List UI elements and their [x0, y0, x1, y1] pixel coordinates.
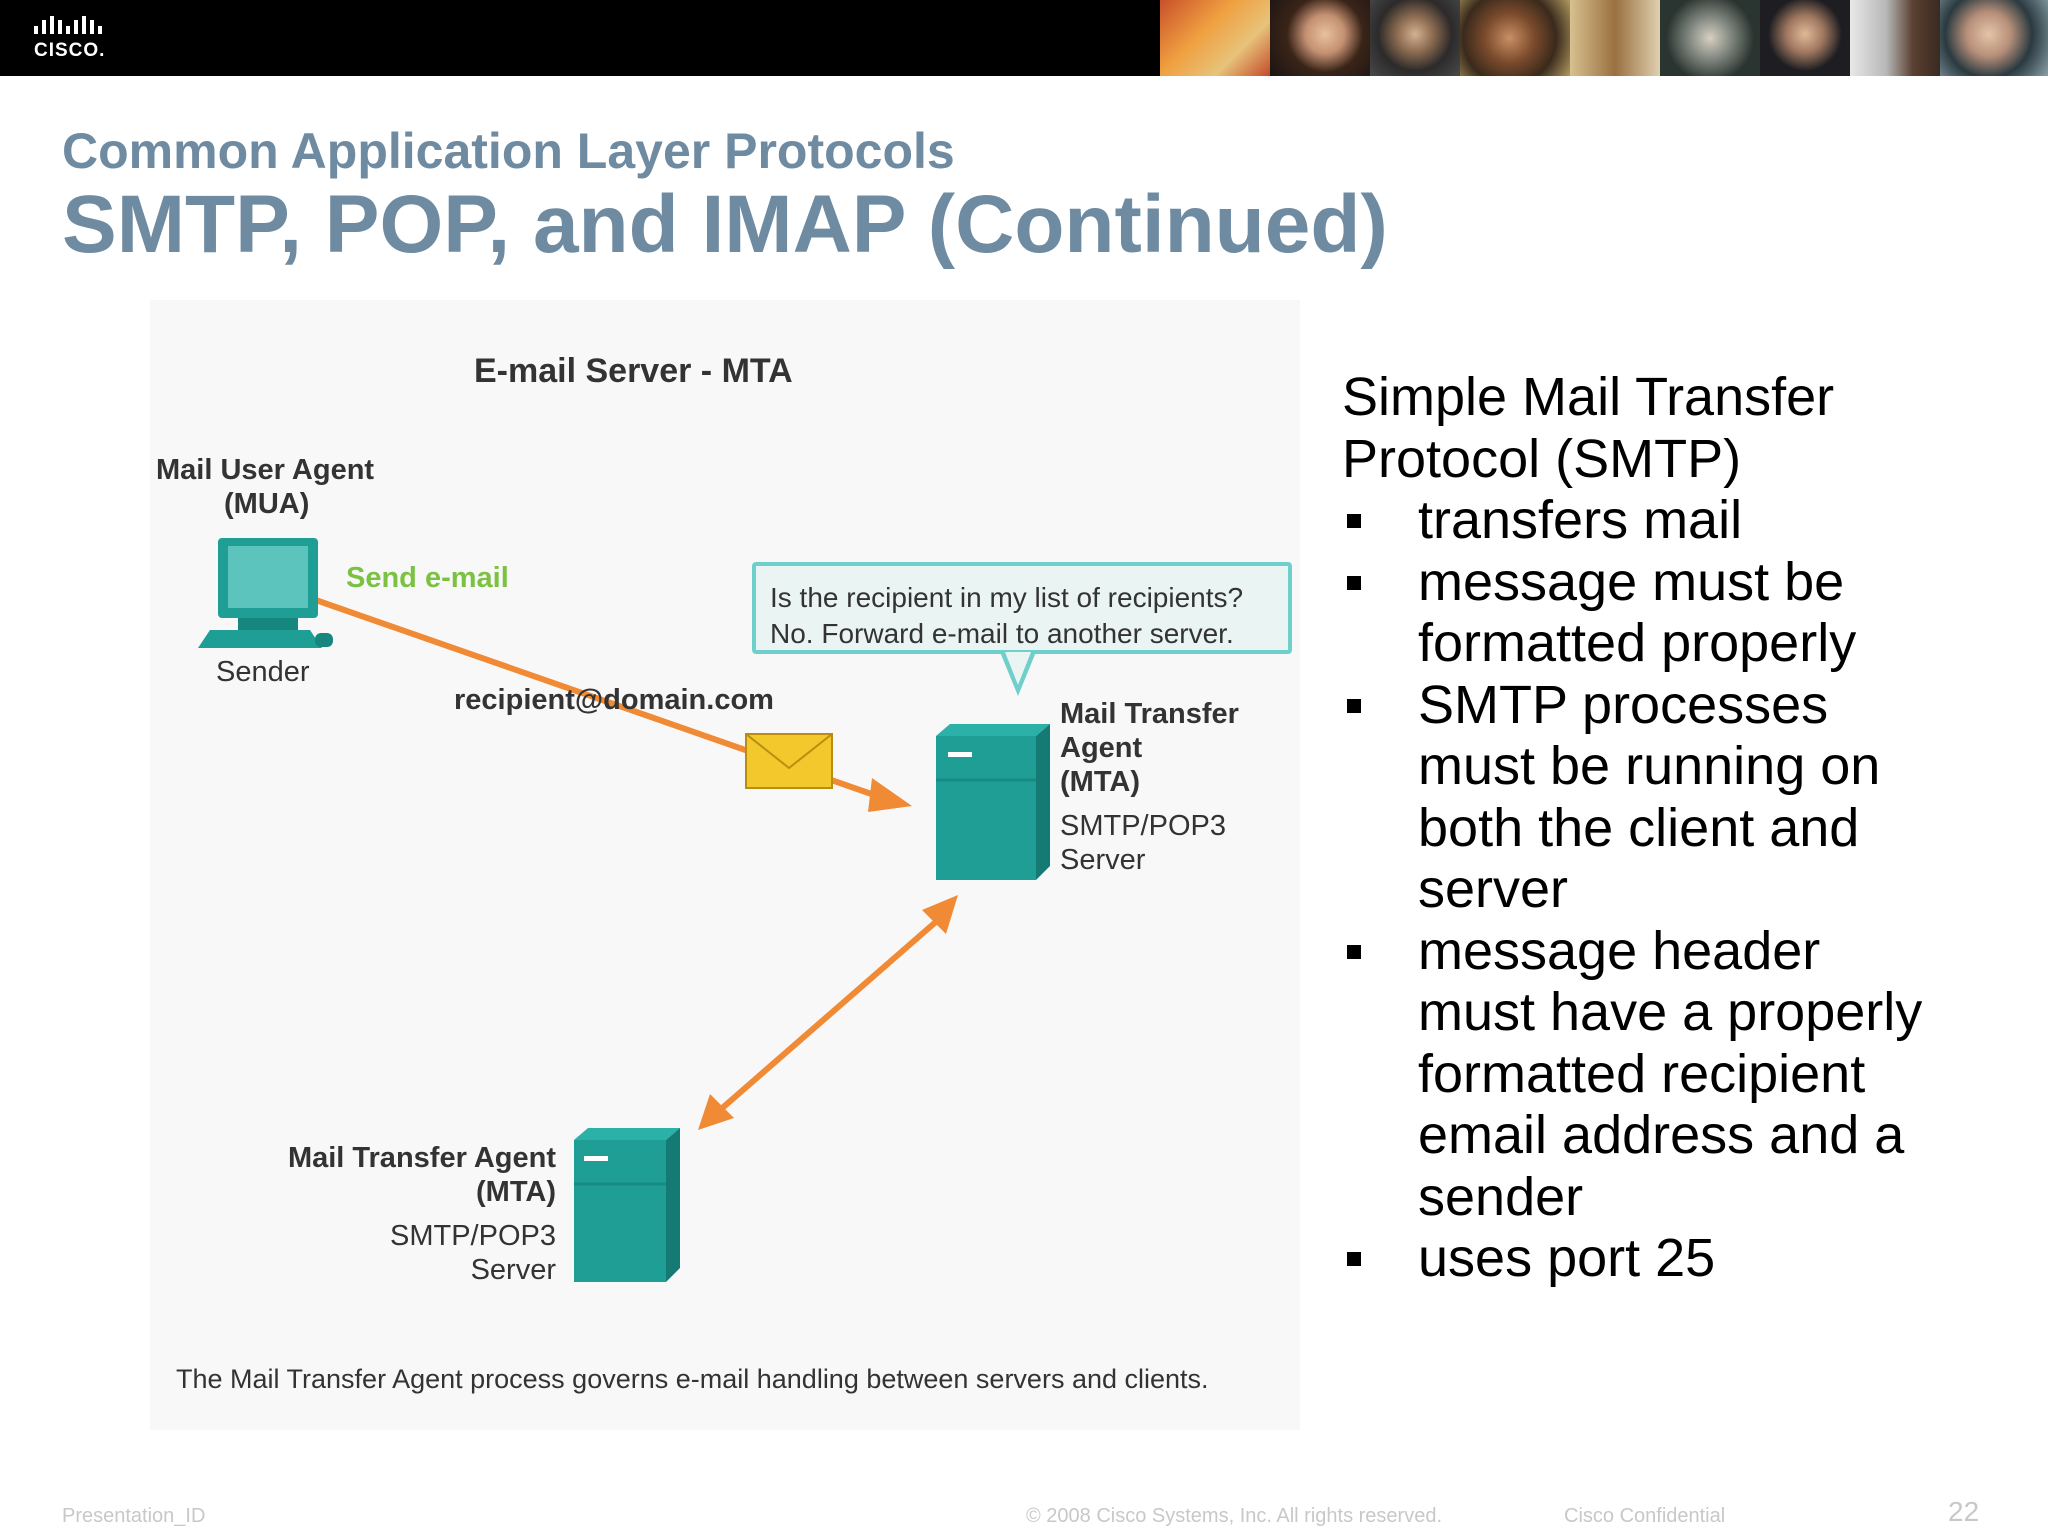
bullet-square-icon [1347, 575, 1361, 590]
bullet-line: sender [1418, 1166, 1584, 1227]
cisco-logo-text: CISCO. [34, 40, 106, 61]
mta-label: Mail Transfer Agent [287, 1142, 556, 1174]
mta-server-label: Server [470, 1254, 556, 1286]
footer-presentation-id: Presentation_ID [62, 1505, 206, 1527]
computer-icon [198, 538, 333, 648]
mta-link-arrow [698, 895, 958, 1130]
bullet-square-icon [1347, 1252, 1361, 1266]
header-photo [1160, 0, 1270, 76]
callout-tail [1005, 652, 1031, 685]
bullet-line: transfers mail [1418, 490, 1743, 550]
diagram-heading: E-mail Server - MTA [474, 352, 793, 390]
slide-title: SMTP, POP, and IMAP (Continued) [62, 179, 1388, 270]
diagram-caption: The Mail Transfer Agent process governs … [176, 1364, 1209, 1394]
header-photo-strip [1160, 0, 2048, 76]
envelope-icon [745, 733, 833, 789]
bullet-square-icon [1347, 514, 1361, 528]
diagram-figure [150, 300, 1300, 1430]
bullet-line: server [1418, 859, 1569, 919]
mta-label: Mail Transfer [1060, 698, 1239, 730]
bullet-line: must be running on [1418, 736, 1881, 796]
bullet-line: uses port 25 [1418, 1228, 1716, 1288]
server-icon [936, 724, 1050, 880]
callout-line: No. Forward e-mail to another server. [770, 618, 1234, 649]
mta-server-label: Server [1060, 844, 1146, 876]
mta-label: (MTA) [476, 1176, 556, 1208]
recipient-address: recipient@domain.com [454, 684, 774, 716]
smtp-heading: Simple Mail Transfer Protocol (SMTP) [1342, 366, 1834, 490]
callout-text: Is the recipient in my list of recipient… [770, 580, 1243, 652]
slide-subtitle: Common Application Layer Protocols [62, 123, 955, 179]
footer-copyright: © 2008 Cisco Systems, Inc. All rights re… [1026, 1505, 1443, 1527]
smtp-heading-line: Simple Mail Transfer [1342, 367, 1835, 427]
smtp-heading-line: Protocol (SMTP) [1342, 429, 1742, 489]
bullet-line: formatted properly [1418, 613, 1857, 673]
mta-protocol-label: SMTP/POP3 [390, 1220, 556, 1252]
header-bar: CISCO. [0, 0, 2048, 76]
mta-label: (MTA) [1060, 766, 1140, 798]
bullet-line: SMTP processes [1418, 674, 1829, 735]
bullet-line: message header [1418, 920, 1821, 981]
header-photo [1570, 0, 1660, 76]
send-email-label: Send e-mail [346, 562, 509, 594]
header-photo [1370, 0, 1460, 76]
mua-label: Mail User Agent [156, 454, 375, 486]
footer-confidential: Cisco Confidential [1564, 1505, 1726, 1527]
bullet-line: must have a properly [1418, 982, 1923, 1042]
header-photo [1660, 0, 1760, 76]
server-icon [574, 1128, 680, 1282]
bullet-line: both the client and [1418, 797, 1860, 858]
mta-protocol-label: SMTP/POP3 [1060, 810, 1226, 842]
header-photo [1760, 0, 1850, 76]
callout-line: Is the recipient in my list of recipient… [770, 582, 1244, 613]
mta-label: Agent [1060, 732, 1143, 764]
bullet-line: email address and a [1418, 1105, 1905, 1165]
header-photo [1460, 0, 1570, 76]
callout-box: Is the recipient in my list of recipient… [752, 562, 1292, 654]
bullet-square-icon [1347, 698, 1361, 713]
bullet-item: transfers mail [1342, 490, 1922, 552]
cisco-logo-icon [34, 16, 102, 34]
header-photo [1850, 0, 1940, 76]
bullet-item: uses port 25 [1342, 1228, 1922, 1290]
page-number: 22 [1948, 1496, 1980, 1527]
bullet-line: message must be [1418, 551, 1845, 612]
header-photo [1940, 0, 2048, 76]
mua-label: (MUA) [224, 488, 310, 520]
sender-label: Sender [216, 656, 310, 688]
bullet-line: formatted recipient [1418, 1043, 1866, 1104]
header-photo [1270, 0, 1370, 76]
bullet-square-icon [1347, 944, 1361, 959]
